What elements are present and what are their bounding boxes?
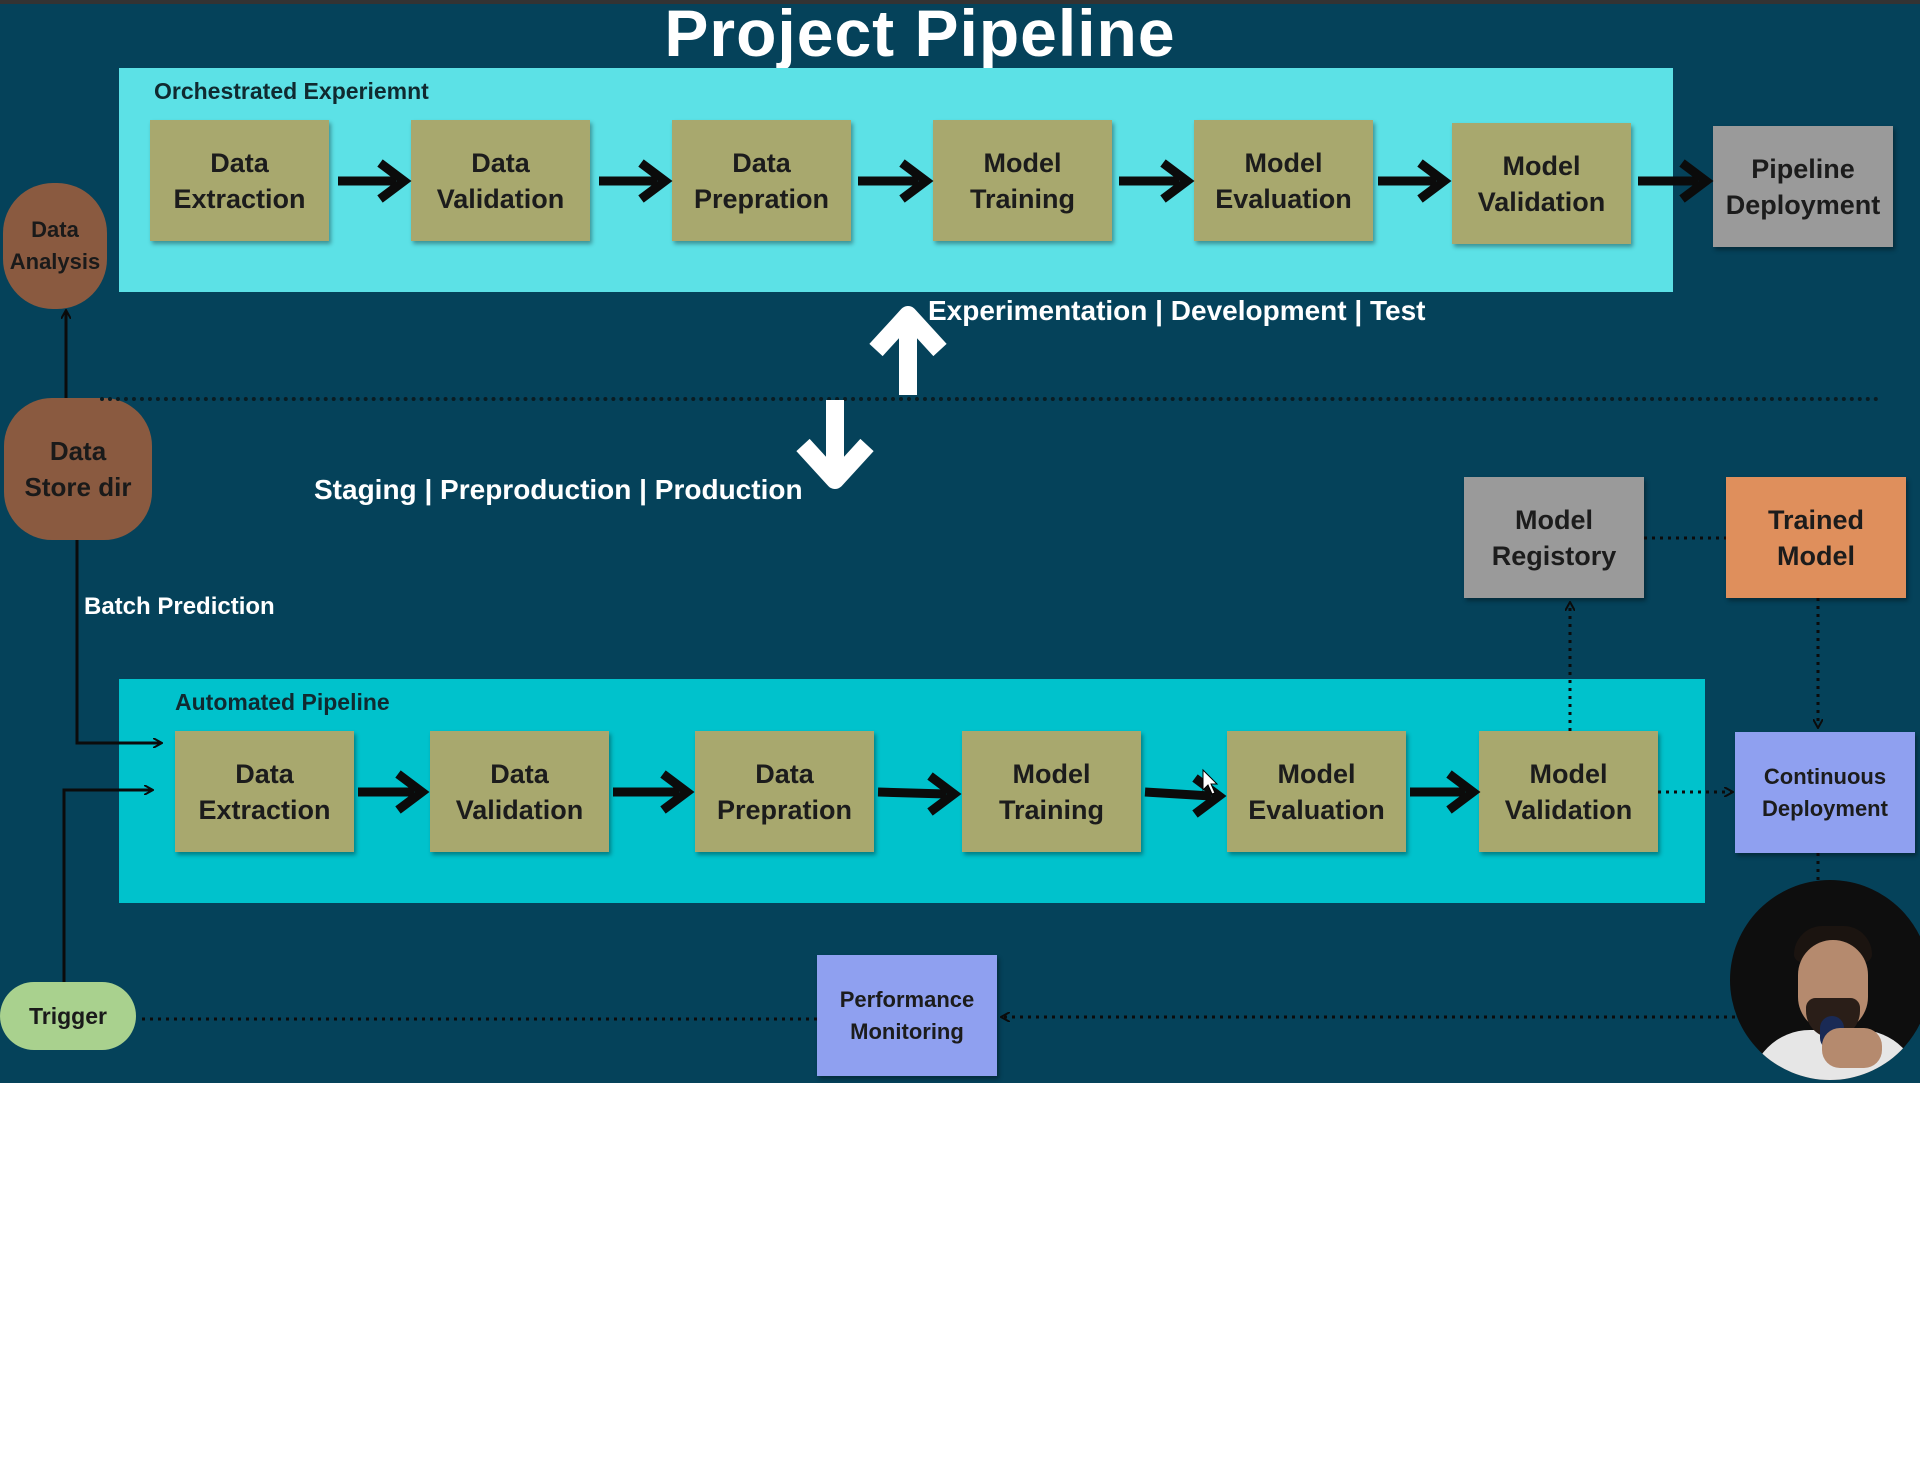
trigger-connector: [62, 790, 152, 982]
auto-arrow-2: [613, 770, 695, 814]
orch-step-model-training: Model Training: [933, 120, 1112, 241]
data-analysis-bubble: Data Analysis: [3, 183, 107, 309]
trigger-bubble: Trigger: [0, 982, 136, 1050]
auto-arrow-3: [877, 772, 962, 816]
auto-step-model-validation: Model Validation: [1479, 731, 1658, 852]
orch-arrow-2: [599, 159, 673, 203]
orch-step-model-evaluation: Model Evaluation: [1194, 120, 1373, 241]
orch-step-model-validation: Model Validation: [1452, 123, 1631, 244]
auto-step-model-training: Model Training: [962, 731, 1141, 852]
orch-arrow-6: [1638, 159, 1714, 203]
auto-step-data-extraction: Data Extraction: [175, 731, 354, 852]
mouse-cursor-icon: [1202, 768, 1219, 795]
orch-arrow-1: [338, 159, 412, 203]
down-arrow-icon: [796, 400, 874, 489]
orch-arrow-5: [1378, 159, 1452, 203]
batch-prediction-label: Batch Prediction: [84, 593, 275, 620]
auto-arrow-1: [358, 770, 430, 814]
batch-prediction-connector: [75, 540, 161, 743]
pipeline-deployment-box: Pipeline Deployment: [1713, 126, 1893, 247]
orch-step-data-validation: Data Validation: [411, 120, 590, 241]
connectors-layer: [0, 159, 1920, 1083]
trained-model-box: Trained Model: [1726, 477, 1906, 598]
orchestrated-panel-label: Orchestrated Experiemnt: [154, 78, 429, 104]
performance-monitoring-box: Performance Monitoring: [817, 955, 997, 1076]
env-dev-caption: Experimentation | Development | Test: [928, 295, 1426, 326]
orch-step-data-preparation: Data Prepration: [672, 120, 851, 241]
model-registry-box: Model Registory: [1464, 477, 1644, 598]
auto-step-data-validation: Data Validation: [430, 731, 609, 852]
presenter-webcam: [1730, 880, 1920, 1080]
automated-panel-label: Automated Pipeline: [175, 689, 390, 715]
auto-step-model-evaluation: Model Evaluation: [1227, 731, 1406, 852]
env-prod-caption: Staging | Preproduction | Production: [314, 474, 803, 505]
presenter-hand: [1822, 1028, 1882, 1068]
diagram-title: Project Pipeline: [664, 0, 1176, 70]
data-store-bubble: Data Store dir: [4, 398, 152, 540]
top-bar: [0, 0, 1920, 4]
orch-step-data-extraction: Data Extraction: [150, 120, 329, 241]
orch-arrow-3: [858, 159, 934, 203]
pipeline-slide: Project Pipeline Orchestrated Experiemnt…: [0, 0, 1920, 1083]
up-arrow-icon: [869, 306, 947, 395]
auto-step-data-preparation: Data Prepration: [695, 731, 874, 852]
environment-divider: [100, 397, 1880, 401]
auto-arrow-5: [1410, 770, 1481, 814]
continuous-deployment-box: Continuous Deployment: [1735, 732, 1915, 853]
orch-arrow-4: [1119, 159, 1195, 203]
